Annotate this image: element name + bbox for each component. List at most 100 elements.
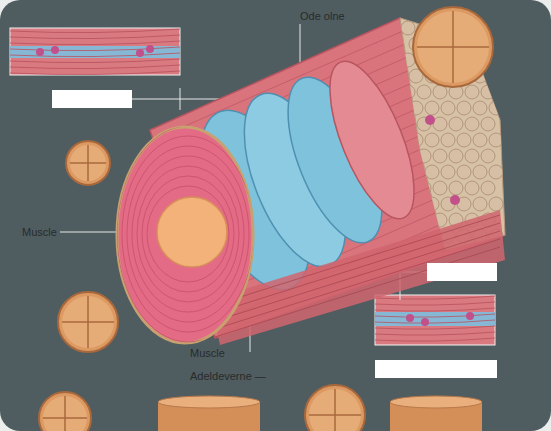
cap-ring	[147, 186, 229, 282]
cell-sphere	[409, 101, 423, 115]
cell-sphere	[441, 133, 455, 147]
fiber-line	[215, 239, 500, 329]
cell-sphere	[425, 133, 439, 147]
tablet-score	[64, 396, 66, 431]
blank-label-box	[375, 360, 497, 378]
cell-sphere	[489, 133, 503, 147]
cell-dot	[406, 314, 414, 322]
fiber-line	[375, 308, 495, 311]
cell-sphere	[489, 165, 503, 179]
fiber-lines	[215, 215, 500, 337]
cell-dot	[450, 195, 460, 205]
tablet-face	[70, 145, 106, 181]
cell-sphere	[489, 197, 503, 211]
tissue-band	[375, 312, 495, 326]
tablet	[39, 392, 91, 431]
cell-sphere	[409, 133, 423, 147]
cell-sphere	[481, 149, 495, 163]
fiber-line	[215, 231, 500, 321]
fiber-line	[10, 71, 180, 75]
tablet-top	[158, 396, 260, 408]
fiber-line	[10, 59, 180, 63]
cell-sphere	[441, 101, 455, 115]
cell-dot	[51, 46, 59, 54]
cap-ring	[132, 156, 244, 312]
cell-sphere	[409, 197, 423, 211]
fiber-line	[375, 320, 495, 323]
inset-tissue-strip	[375, 295, 495, 345]
cell-dot	[466, 312, 474, 320]
tissue-band	[10, 46, 180, 58]
tablet-score	[87, 145, 89, 181]
fiber-line	[10, 41, 180, 45]
cell-sphere	[417, 181, 431, 195]
cell-dot	[136, 49, 144, 57]
fiber-line	[10, 35, 180, 39]
cell-sphere	[489, 101, 503, 115]
tablet	[58, 292, 118, 352]
cell-sphere	[425, 165, 439, 179]
cell-sphere	[425, 101, 439, 115]
fiber-line	[130, 0, 520, 94]
fascicle-band	[313, 51, 432, 229]
blank-label-box	[52, 90, 132, 108]
fiber-line	[10, 53, 180, 57]
tablet-face	[309, 389, 361, 431]
cell-sphere	[417, 85, 431, 99]
fiber-line	[10, 47, 180, 51]
cell-dot	[425, 115, 435, 125]
cell-dot	[146, 45, 154, 53]
cell-sphere	[449, 149, 463, 163]
part-label: Muscle	[190, 347, 225, 360]
cell-sphere	[433, 213, 447, 227]
cell-sphere	[449, 181, 463, 195]
cell-sphere	[457, 165, 471, 179]
cell-sphere	[473, 133, 487, 147]
cell-sphere	[401, 213, 415, 227]
fiber-line	[375, 296, 495, 299]
cap-ring	[137, 166, 239, 302]
cell-sphere	[401, 117, 415, 131]
tablet-score	[452, 11, 454, 83]
cell-sphere	[401, 149, 415, 163]
cell-sphere	[465, 149, 479, 163]
cell-sphere	[465, 117, 479, 131]
fiber-lines	[130, 0, 520, 430]
part-label: Ode olne	[300, 10, 345, 23]
fiber-line	[10, 29, 180, 33]
cell-sphere	[425, 197, 439, 211]
tablet-face	[43, 396, 87, 431]
cross-section-cap	[117, 127, 253, 343]
fiber-line	[375, 326, 495, 329]
part-label: Muscle	[22, 226, 57, 239]
leader-line	[180, 88, 181, 110]
cell-sphere	[457, 101, 471, 115]
fiber-lines	[10, 29, 180, 75]
cell-sphere	[457, 133, 471, 147]
cell-sphere	[481, 181, 495, 195]
cell-dot	[421, 318, 429, 326]
muscle-interior	[130, 0, 520, 430]
cell-sphere	[409, 165, 423, 179]
blank-label-box	[427, 263, 497, 281]
cell-sphere	[465, 85, 479, 99]
tablet-top	[390, 396, 482, 408]
fiber-line	[215, 215, 500, 305]
tablet-face	[417, 11, 489, 83]
fiber-line	[375, 314, 495, 317]
cell-sphere	[401, 85, 415, 99]
cap-ring	[142, 176, 234, 292]
fiber-lines	[375, 296, 495, 341]
cell-sphere	[417, 149, 431, 163]
tablet-face	[62, 296, 114, 348]
tablet-score	[87, 296, 89, 348]
cell-sphere	[441, 165, 455, 179]
cap-ring	[122, 136, 254, 332]
cap-ring	[117, 126, 259, 342]
tablet-score	[334, 389, 336, 431]
fiber-line	[10, 65, 180, 69]
fiber-line	[375, 332, 495, 335]
fiber-line	[375, 338, 495, 341]
tablet	[66, 141, 110, 185]
